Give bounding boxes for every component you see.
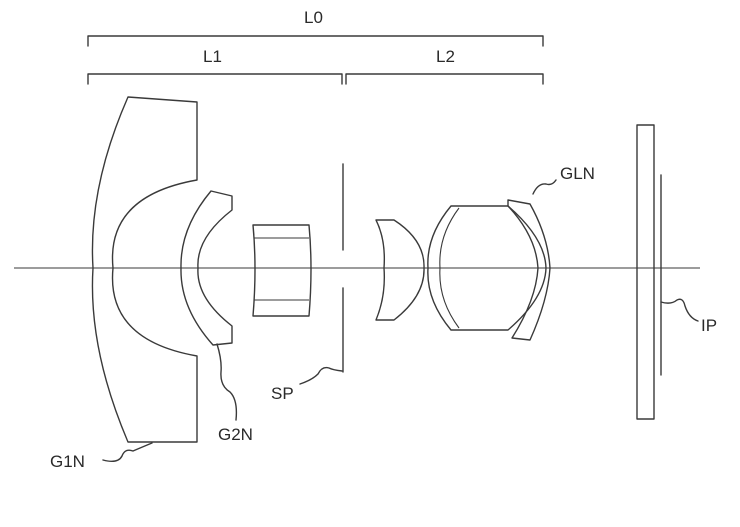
label-l0: L0: [304, 8, 323, 27]
bracket-l0: [87, 35, 544, 47]
leader-g1n: [102, 442, 153, 463]
label-l1: L1: [203, 47, 222, 66]
label-g2n: G2N: [218, 425, 253, 444]
leader-gln: [532, 179, 557, 195]
label-gln: GLN: [560, 164, 595, 183]
lens-doublet: [427, 205, 547, 331]
lens-block-element: [252, 224, 312, 317]
bracket-l2: [345, 73, 544, 85]
lens-g1n: [91, 96, 198, 443]
label-g1n: G1N: [50, 452, 85, 471]
lens-gln: [507, 199, 551, 341]
lens-g2n: [180, 190, 233, 346]
label-sp: SP: [271, 384, 294, 403]
leader-sp: [299, 366, 343, 385]
label-l2: L2: [436, 47, 455, 66]
label-ip: IP: [701, 316, 717, 335]
leader-ip: [660, 298, 699, 322]
leader-g2n: [216, 343, 238, 421]
lens-positive: [375, 219, 425, 321]
cover-glass: [636, 124, 655, 420]
bracket-l1: [87, 73, 343, 85]
